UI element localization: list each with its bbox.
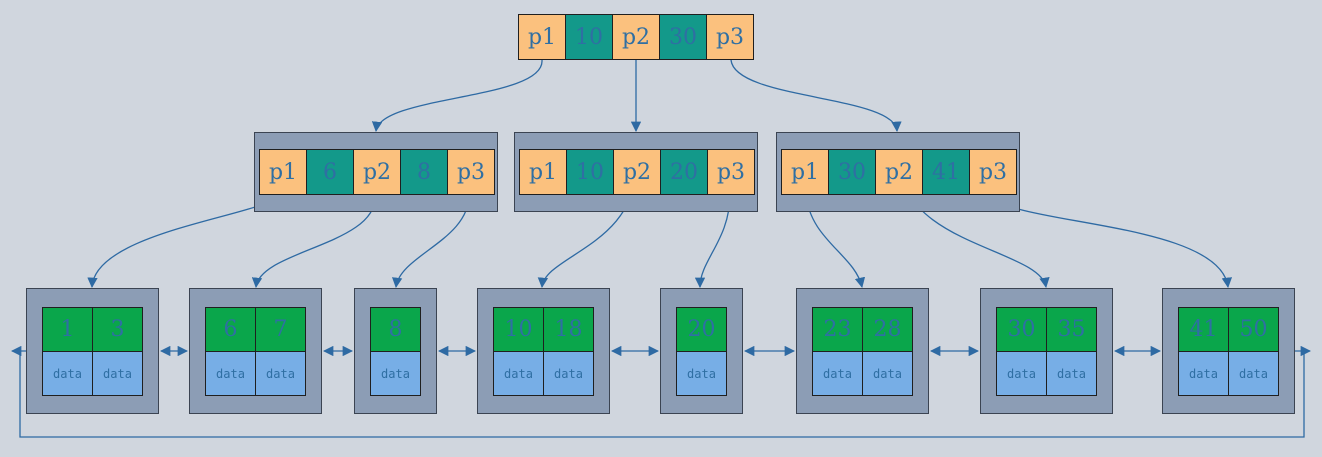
- leaf-node: 1 3 data data: [26, 288, 159, 414]
- root-cell: p1: [518, 14, 566, 60]
- internal-node: p1 10 p2 20 p3: [514, 132, 758, 212]
- internal-cell: p3: [707, 149, 755, 195]
- leaf-key-cell: 1: [42, 307, 93, 352]
- leaf-wrap-link: [19, 351, 1305, 438]
- internal-cell: 6: [306, 149, 354, 195]
- internal-cell: p1: [259, 149, 307, 195]
- internal-cell: 30: [828, 149, 876, 195]
- internal-cell: p2: [353, 149, 401, 195]
- leaf-node: 10 18 data data: [477, 288, 610, 414]
- leaf-data-cell: data: [1046, 351, 1097, 396]
- internal-cell: p2: [613, 149, 661, 195]
- leaf-key-cell: 28: [862, 307, 913, 352]
- internal-cell: p1: [781, 149, 829, 195]
- internal-node: p1 6 p2 8 p3: [254, 132, 498, 212]
- leaf-node: 23 28 data data: [796, 288, 929, 414]
- internal-cell: p3: [969, 149, 1017, 195]
- internal-cell: p3: [447, 149, 495, 195]
- tree-edge: [371, 59, 543, 133]
- internal-node: p1 30 p2 41 p3: [776, 132, 1020, 212]
- leaf-data-cell: data: [676, 351, 727, 396]
- leaf-data-cell: data: [812, 351, 863, 396]
- leaf-key-cell: 8: [370, 307, 421, 352]
- leaf-key-cell: 50: [1228, 307, 1279, 352]
- leaf-data-cell: data: [996, 351, 1047, 396]
- leaf-node: 6 7 data data: [189, 288, 322, 414]
- leaf-data-cell: data: [255, 351, 306, 396]
- root-cell: 10: [565, 14, 613, 60]
- root-cell: 30: [659, 14, 707, 60]
- leaf-node: 8 data: [354, 288, 437, 414]
- leaf-data-cell: data: [493, 351, 544, 396]
- leaf-key-cell: 6: [205, 307, 256, 352]
- leaf-node: 20 data: [660, 288, 743, 414]
- tree-edge: [87, 193, 282, 289]
- root-cell: p2: [612, 14, 660, 60]
- root-node: p1 10 p2 30 p3: [518, 14, 754, 60]
- tree-edge: [730, 59, 902, 133]
- root-cell: p3: [706, 14, 754, 60]
- leaf-data-cell: data: [42, 351, 93, 396]
- internal-cell: 10: [566, 149, 614, 195]
- leaf-node: 30 35 data data: [980, 288, 1113, 414]
- leaf-data-cell: data: [205, 351, 256, 396]
- leaf-data-cell: data: [543, 351, 594, 396]
- leaf-data-cell: data: [92, 351, 143, 396]
- internal-cell: 20: [660, 149, 708, 195]
- internal-cell: p1: [519, 149, 567, 195]
- leaf-key-cell: 3: [92, 307, 143, 352]
- tree-edge: [991, 193, 1233, 289]
- internal-cell: 8: [400, 149, 448, 195]
- internal-cell: 41: [922, 149, 970, 195]
- leaf-key-cell: 20: [676, 307, 727, 352]
- leaf-data-cell: data: [1178, 351, 1229, 396]
- leaf-data-cell: data: [862, 351, 913, 396]
- leaf-node: 41 50 data data: [1162, 288, 1295, 414]
- leaf-key-cell: 41: [1178, 307, 1229, 352]
- leaf-key-cell: 18: [543, 307, 594, 352]
- leaf-data-cell: data: [370, 351, 421, 396]
- leaf-data-cell: data: [1228, 351, 1279, 396]
- leaf-key-cell: 35: [1046, 307, 1097, 352]
- leaf-key-cell: 23: [812, 307, 863, 352]
- leaf-key-cell: 30: [996, 307, 1047, 352]
- internal-cell: p2: [875, 149, 923, 195]
- leaf-key-cell: 10: [493, 307, 544, 352]
- leaf-key-cell: 7: [255, 307, 306, 352]
